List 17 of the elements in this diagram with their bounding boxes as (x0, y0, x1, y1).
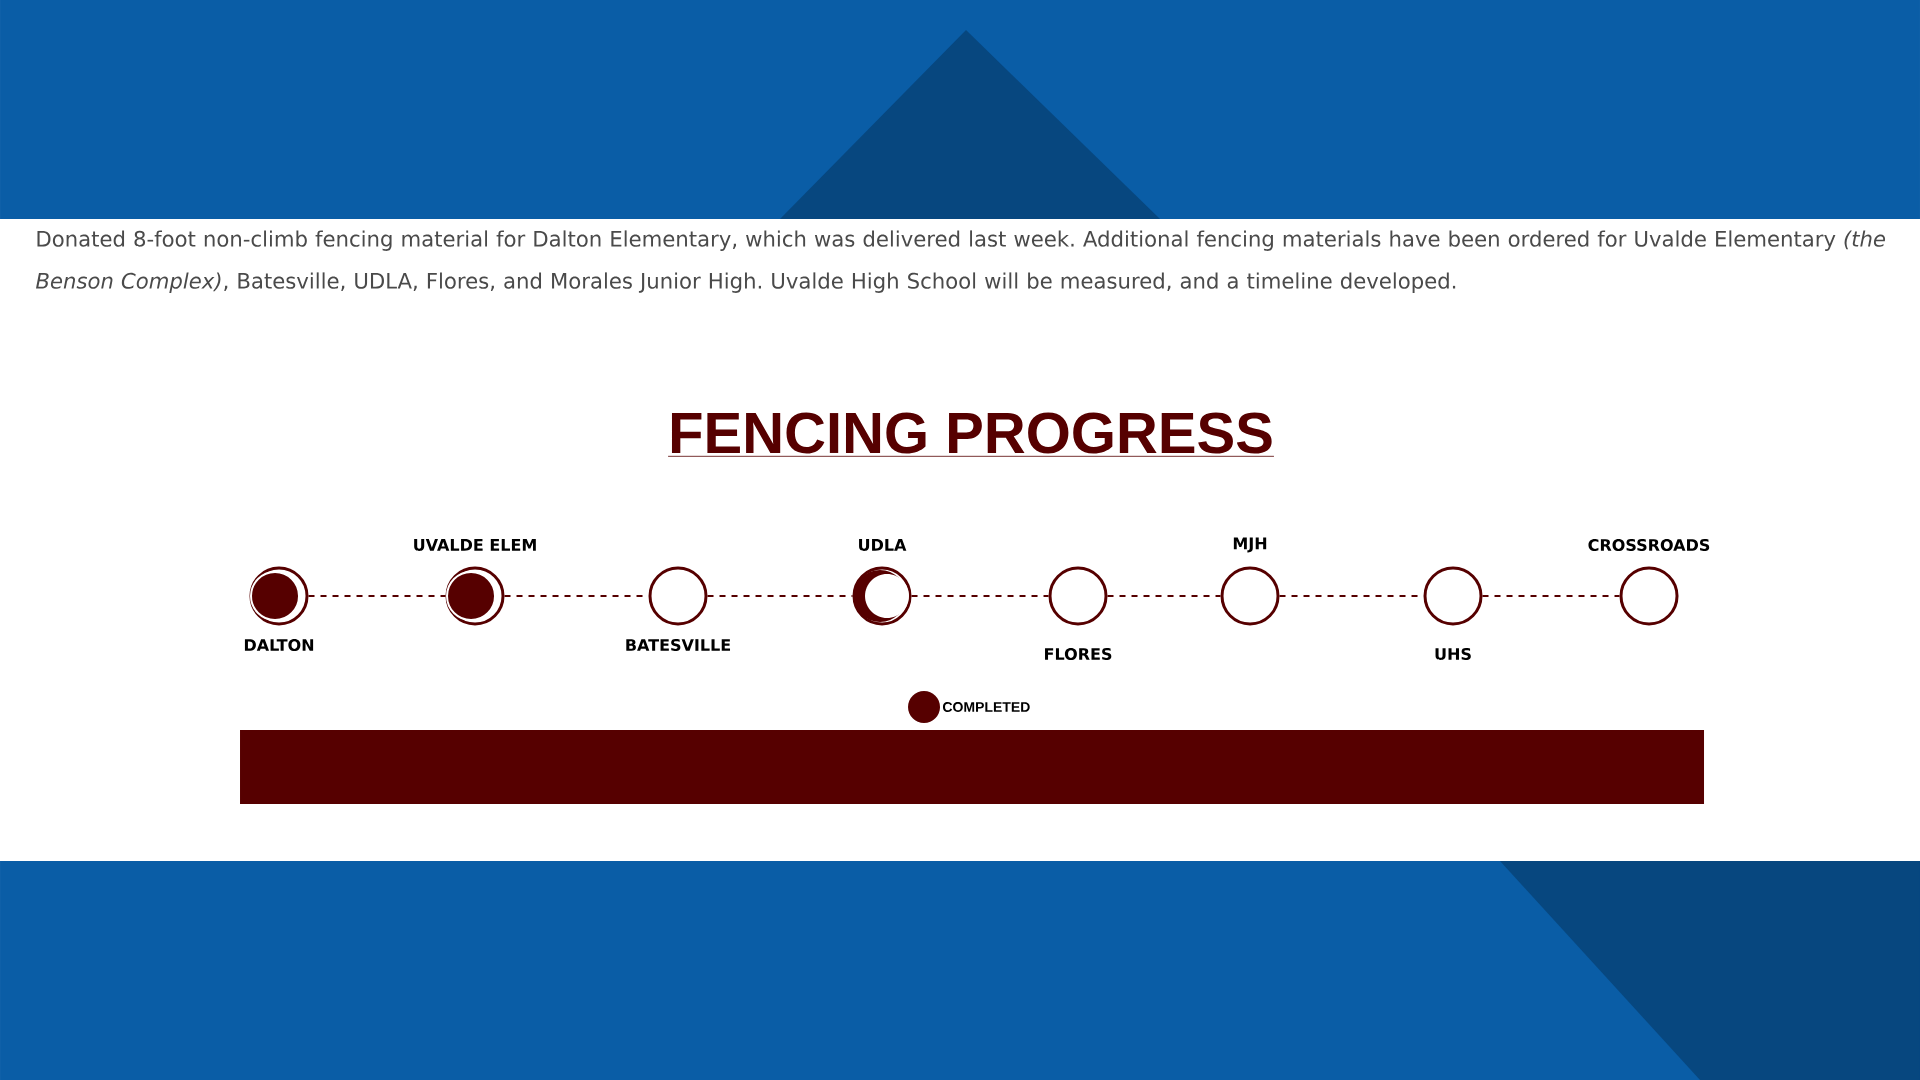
legend-label: COMPLETED (943, 702, 1030, 712)
dashed-line (307, 595, 447, 597)
dashed-line (1106, 595, 1222, 597)
milestone-label: CROSSROADS (1588, 538, 1710, 552)
milestone-label: MJH (1233, 537, 1267, 553)
dashed-line (1481, 595, 1621, 597)
milestone-label: BATESVILLE (626, 638, 730, 652)
milestone-label: FLORES (1045, 647, 1112, 661)
banner-bar (240, 730, 1704, 804)
dashed-line (910, 595, 1050, 597)
milestone-label: UVALDE ELEM (414, 539, 536, 551)
dashed-line (706, 595, 854, 597)
milestone-label: UHS (1435, 647, 1471, 661)
milestone-label: DALTON (244, 638, 314, 652)
title: FENCING PROGRESS (667, 412, 1275, 457)
milestone-label: UDLA (859, 539, 907, 551)
paragraph: Donated 8-foot non-climb fencing material for Dalton Elementary, which was delivered last week. Additional fencing materials have been ordered for Uvalde Elementary (the Benson Complex), Batesville, UDLA, Flores, and Morales Junior High. Uvalde High School will be measured, and a timeline developed. (36, 230, 1886, 293)
